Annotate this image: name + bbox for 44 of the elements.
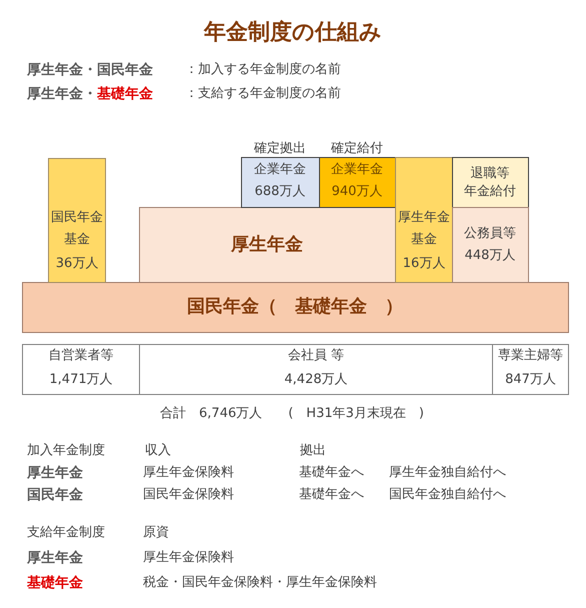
tier-name: 国民年金（ 基礎年金 ）	[187, 295, 403, 319]
legend-description: ：加入する年金制度の名前	[185, 62, 341, 78]
member-count: 1,471万人	[49, 372, 113, 388]
member-count: 688万人	[254, 184, 306, 200]
legend-term: 厚生年金・国民年金	[27, 62, 153, 78]
row-heading: 厚生年金	[27, 550, 83, 566]
funding-source-text: 厚生年金保険料	[143, 465, 234, 481]
row-heading: 基礎年金	[27, 575, 83, 591]
member-count: 940万人	[332, 184, 382, 200]
member-count: 16万人	[402, 256, 446, 272]
column-heading: 支給年金制度	[27, 525, 105, 541]
plan-name: 公務員等	[464, 226, 516, 242]
plan-type-label: 確定拠出	[254, 141, 306, 157]
plan-name: 企業年金	[254, 162, 306, 178]
member-count: 448万人	[464, 248, 516, 264]
category-label: 自営業者等	[48, 348, 114, 364]
category-label: 会社員 等	[288, 348, 344, 364]
fund-name: 厚生年金基金	[398, 209, 450, 249]
plan-name: 企業年金	[331, 162, 383, 178]
funding-source-text: 国民年金保険料	[143, 487, 234, 503]
category-label: 専業主婦等	[498, 348, 563, 364]
column-heading: 収入	[145, 443, 171, 459]
column-heading: 加入年金制度	[27, 443, 105, 459]
legend-term: 厚生年金・基礎年金	[27, 86, 153, 102]
column-heading: 拠出	[300, 443, 326, 459]
column-heading: 原資	[143, 525, 169, 541]
plan-name: 退職等年金給付	[464, 165, 516, 201]
row-heading: 厚生年金	[27, 465, 83, 481]
diagram-title: 年金制度の仕組み	[204, 19, 382, 47]
row-heading: 国民年金	[27, 487, 83, 503]
total-note: 合計 6,746万人 ( H31年3月末現在 )	[160, 406, 424, 422]
funding-source-text: 税金・国民年金保険料・厚生年金保険料	[143, 575, 377, 591]
contribution-text: 厚生年金独自給付へ	[389, 465, 506, 481]
member-count: 4,428万人	[284, 372, 348, 388]
member-count: 847万人	[505, 372, 556, 388]
plan-type-label: 確定給付	[331, 141, 383, 157]
member-count: 36万人	[56, 256, 98, 272]
funding-source-text: 厚生年金保険料	[143, 550, 234, 566]
contribution-text: 基礎年金へ	[299, 465, 364, 481]
fund-name: 国民年金基金	[51, 209, 103, 249]
contribution-text: 国民年金独自給付へ	[389, 487, 506, 503]
tier-name: 厚生年金	[231, 233, 303, 257]
contribution-text: 基礎年金へ	[299, 487, 364, 503]
legend-description: ：支給する年金制度の名前	[185, 86, 341, 102]
